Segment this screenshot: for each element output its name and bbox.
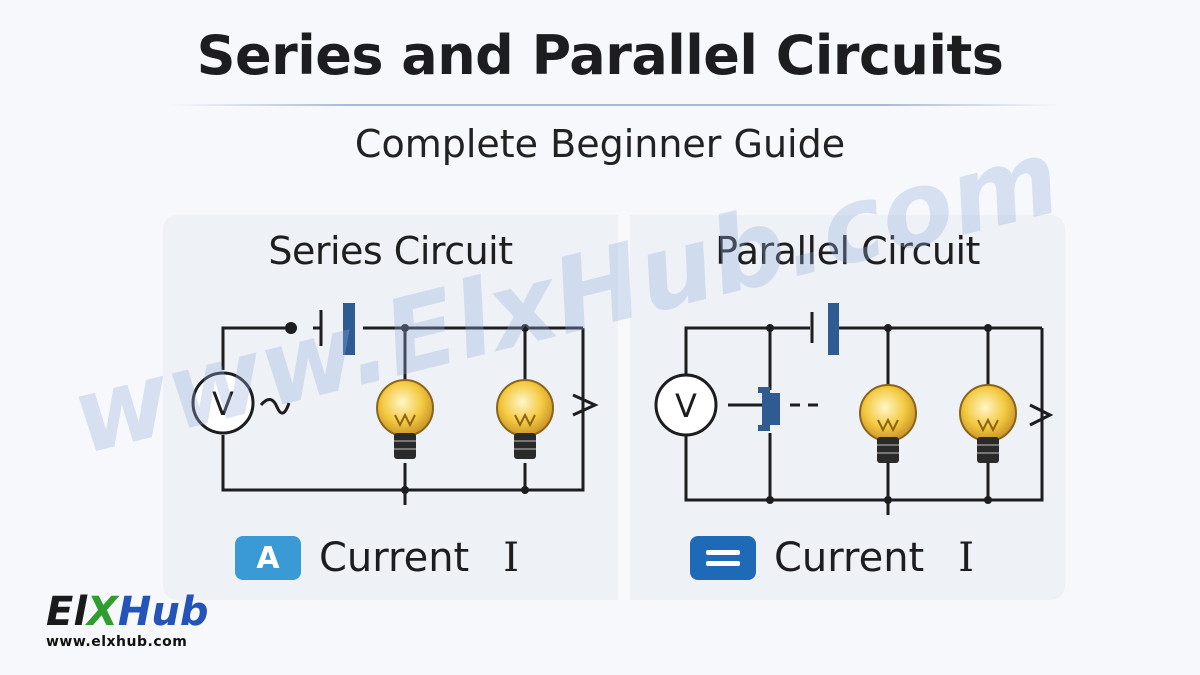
page-subtitle: Complete Beginner Guide	[354, 122, 846, 166]
series-circuit-heading: Series Circuit	[268, 229, 513, 273]
parallel-bulb-2-icon	[959, 384, 1017, 463]
series-voltmeter-label: V	[212, 385, 234, 423]
parallel-voltmeter-label: V	[675, 387, 697, 425]
logo-wordmark: ElXHub	[46, 590, 246, 634]
equals-icon	[706, 550, 740, 566]
series-current-symbol: I	[503, 535, 520, 581]
logo-part-x: X	[87, 589, 118, 635]
parallel-circuit-heading: Parallel Circuit	[715, 229, 980, 273]
page-title: Series and Parallel Circuits	[196, 24, 1004, 87]
title-divider	[170, 104, 1060, 106]
series-circuit-panel: Series Circuit	[163, 215, 618, 600]
parallel-current-badge	[690, 536, 756, 580]
parallel-circuit-panel: Parallel Circuit	[630, 215, 1065, 600]
parallel-battery-icon	[810, 303, 839, 355]
parallel-voltmeter-icon	[654, 373, 718, 437]
parallel-bulb-1-icon	[859, 384, 917, 463]
series-circuit-diagram: V	[191, 303, 599, 505]
series-bulb-1-icon	[376, 379, 434, 459]
series-battery-icon	[319, 303, 355, 355]
parallel-current-arrow	[1029, 403, 1054, 427]
series-bulb-2-icon	[496, 379, 554, 459]
parallel-current-row: Current I	[690, 535, 974, 581]
series-current-label: Current	[319, 535, 470, 581]
series-junction-dots	[285, 322, 529, 494]
series-voltmeter-icon	[191, 371, 255, 435]
elxhub-logo[interactable]: ElXHub www.elxhub.com	[46, 590, 246, 660]
series-current-row: A Current I	[235, 535, 519, 581]
logo-url: www.elxhub.com	[46, 634, 188, 650]
parallel-current-label: Current	[774, 535, 925, 581]
series-current-arrow	[572, 393, 599, 417]
parallel-current-symbol: I	[958, 535, 975, 581]
logo-part-hub: Hub	[117, 589, 209, 635]
parallel-switch-icon	[758, 387, 780, 431]
parallel-junction-dots	[766, 324, 992, 504]
logo-part-el: El	[46, 589, 88, 635]
parallel-circuit-diagram: V	[654, 303, 1054, 515]
series-current-badge: A	[235, 536, 301, 580]
